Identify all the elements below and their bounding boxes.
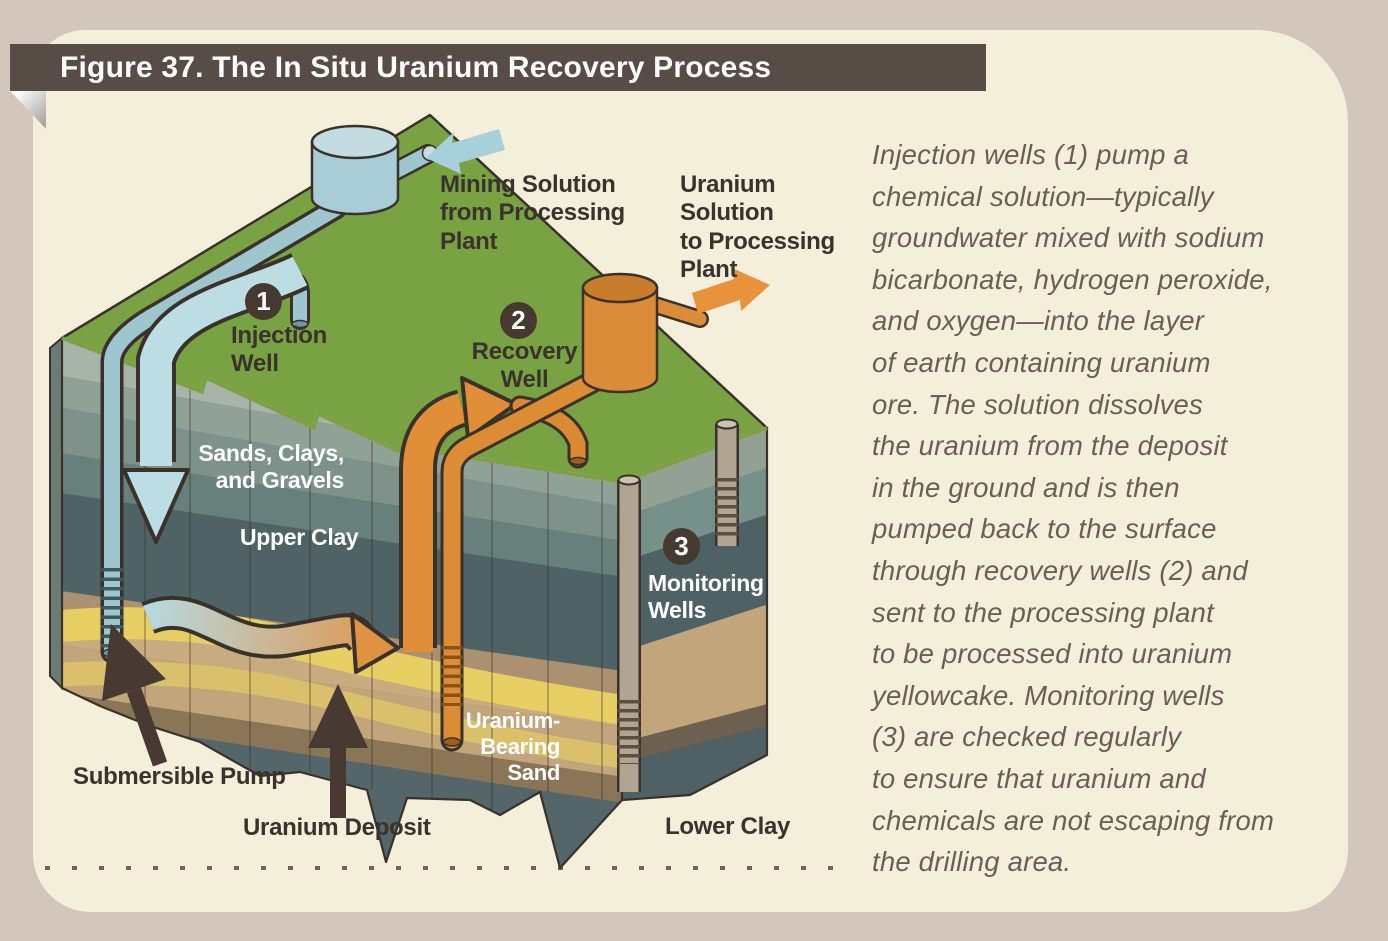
figure-title: Figure 37. The In Situ Uranium Recovery … — [60, 50, 772, 84]
figure-title-bar: Figure 37. The In Situ Uranium Recovery … — [10, 44, 986, 91]
upper-clay-label: Upper Clay — [240, 524, 359, 550]
monitoring-wells-label: Monitoring Wells — [648, 570, 764, 624]
injection-well-badge: 1 — [245, 283, 282, 320]
cropped-caption-dots — [45, 866, 851, 870]
right-earth-face — [622, 428, 767, 800]
mining-solution-label: Mining Solution from Processing Plant — [440, 171, 625, 255]
submersible-pump-label: Submersible Pump — [73, 763, 286, 790]
recovery-well-label: Recovery Well — [471, 338, 578, 394]
monitoring-well-back — [715, 418, 739, 546]
monitoring-wells-badge: 3 — [663, 528, 700, 565]
uranium-deposit-label: Uranium Deposit — [243, 814, 431, 841]
sands-clays-gravels-label: Sands, Clays, and Gravels — [198, 440, 344, 494]
injection-well-label: Injection Well — [231, 322, 327, 378]
recovery-well-badge: 2 — [500, 302, 537, 339]
mining-solution-arrow — [426, 129, 505, 174]
submersible-pump-arrow — [102, 624, 168, 767]
recovery-well-pipe — [440, 366, 612, 752]
block-left-strip — [49, 335, 63, 691]
recovery-flow-arrow — [399, 376, 518, 652]
uranium-bearing-sand-label: Uranium- Bearing Sand — [465, 708, 560, 785]
monitoring-well-front — [617, 474, 641, 792]
uranium-solution-arrow — [692, 268, 770, 314]
injection-flow-arrow — [122, 252, 309, 544]
grass-edge-highlight — [61, 336, 768, 485]
uranium-solution-label: Uranium Solution to Processing Plant — [680, 171, 835, 283]
lower-clay-label: Lower Clay — [665, 813, 791, 840]
aquifer-flow-arrow — [141, 595, 400, 674]
uranium-solution-tank — [581, 272, 709, 394]
mining-solution-tank — [310, 124, 439, 216]
process-description-text: Injection wells (1) pump a chemical solu… — [872, 139, 1275, 878]
uranium-deposit-arrow — [308, 684, 368, 818]
